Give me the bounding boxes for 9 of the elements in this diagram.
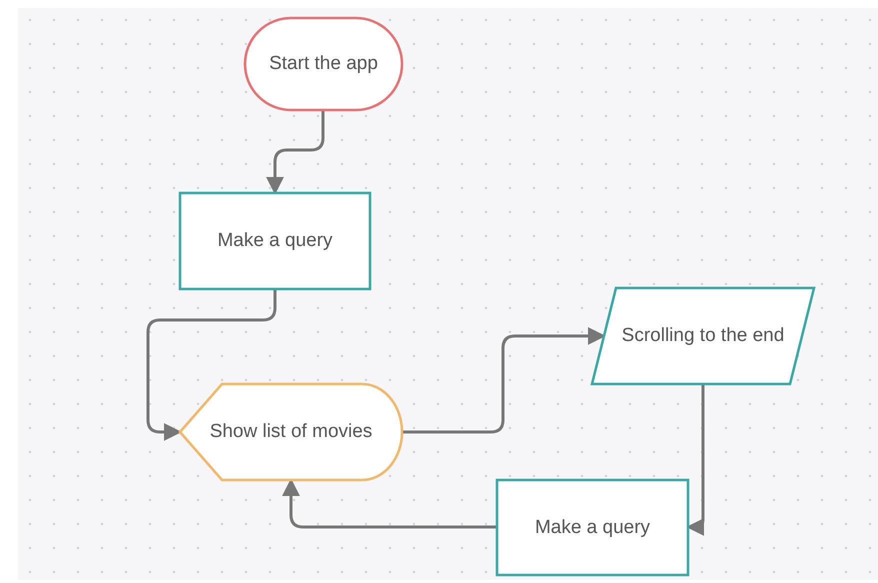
node-label: Scrolling to the end (622, 324, 784, 348)
input-output-parallelogram (592, 288, 814, 384)
node-label: Make a query (217, 229, 333, 254)
node-label: Start the app (269, 52, 378, 76)
process-box (180, 193, 370, 289)
node-label: Show list of movies (210, 420, 372, 444)
process-box (497, 480, 688, 575)
node-label: Make a query (534, 516, 650, 540)
arrow (146, 289, 276, 441)
